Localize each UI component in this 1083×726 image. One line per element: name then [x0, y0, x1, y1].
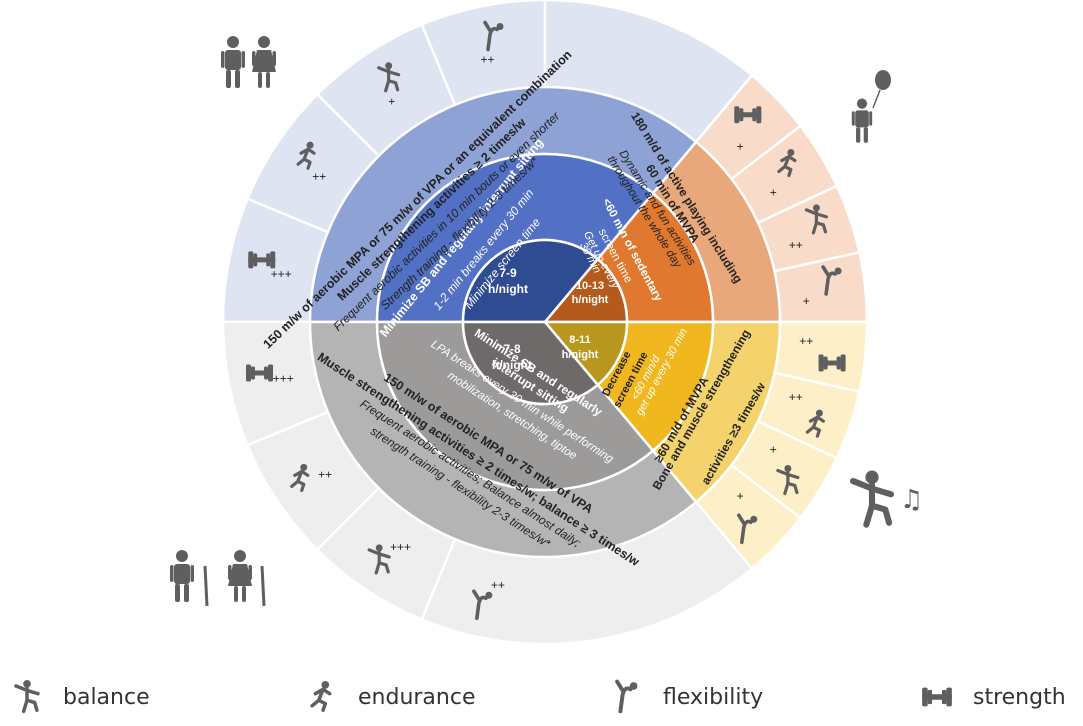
adults-core-ring: [461, 238, 600, 324]
cane-icon: [203, 565, 209, 607]
cell-divider: [316, 93, 380, 157]
children-sleep-unit: h/night: [572, 294, 609, 306]
teen-dancing-icon: [853, 472, 891, 525]
balloon-string: [872, 89, 881, 109]
adolescents-rating-0: ++: [799, 334, 813, 348]
elderly-sleep-unit: h/night: [492, 358, 532, 372]
children-rating-0: +: [737, 139, 744, 153]
children-rating-2: ++: [789, 238, 803, 252]
legend-label-flexibility: flexibility: [663, 684, 764, 710]
elderly-man-icon: [170, 550, 194, 602]
cell-divider: [774, 251, 860, 273]
cell-divider: [757, 420, 838, 460]
adolescents-core-ring: [542, 320, 629, 387]
adults-rating-2: +: [388, 94, 395, 108]
adolescents-rating-3: +: [737, 489, 744, 503]
children-rating-1: +: [770, 186, 777, 200]
balloon-icon: [875, 70, 891, 90]
cell-divider: [247, 410, 329, 447]
legend-label-balance: balance: [63, 684, 150, 710]
legend-label-strength: strength: [973, 684, 1066, 710]
adults-rating-0: +++: [271, 267, 292, 281]
children-core-ring: [542, 257, 629, 324]
adults-rating-1: ++: [312, 170, 326, 184]
cell-divider: [774, 371, 860, 393]
elderly-core-ring: [461, 320, 600, 406]
woman-icon: [252, 36, 276, 88]
man-icon: [221, 36, 245, 88]
adolescents-sleep-value: 8-11: [569, 334, 590, 346]
elderly-rating-3: +++: [273, 372, 294, 386]
music-note-icon: ♫: [900, 485, 923, 515]
legend-endurance: endurance: [300, 672, 476, 722]
strength-icon: [922, 687, 952, 707]
legend-strength: strength: [915, 672, 1066, 722]
adolescents-rating-1: ++: [789, 390, 803, 404]
elderly-rating-0: ++: [491, 578, 505, 592]
endurance-icon: [310, 679, 332, 712]
legend-flexibility: flexibility: [605, 672, 763, 722]
children-rating-3: +: [803, 294, 810, 308]
adults-sleep-value: 7-9: [499, 266, 517, 280]
adolescents-rating-2: +: [770, 443, 777, 457]
adults-rating-3: ++: [481, 52, 495, 66]
cell-divider: [316, 487, 380, 551]
child-icon: [851, 98, 873, 143]
elderly-woman-icon: [228, 550, 252, 602]
adolescents-sleep-unit: h/night: [562, 349, 599, 361]
legend-balance: balance: [5, 672, 150, 722]
cell-divider: [757, 184, 838, 224]
cell-divider: [247, 197, 329, 234]
adults-sleep-unit: h/night: [488, 282, 528, 296]
balance-icon: [14, 678, 40, 714]
activity-wheel-diagram: +++++++++++++++++++++++++++++ 7-9h/night…: [170, 0, 923, 646]
elderly-sleep-value: 7-8: [503, 342, 521, 356]
children-sleep-value: 10-13: [576, 280, 604, 292]
flexibility-icon: [615, 679, 639, 714]
cell-divider: [420, 538, 457, 620]
cell-divider: [730, 464, 802, 520]
cane-icon: [260, 565, 266, 607]
elderly-rating-1: +++: [390, 540, 411, 554]
cell-divider: [420, 24, 457, 106]
legend-label-endurance: endurance: [358, 684, 476, 710]
cell-divider: [730, 124, 802, 180]
elderly-rating-2: ++: [318, 467, 332, 481]
